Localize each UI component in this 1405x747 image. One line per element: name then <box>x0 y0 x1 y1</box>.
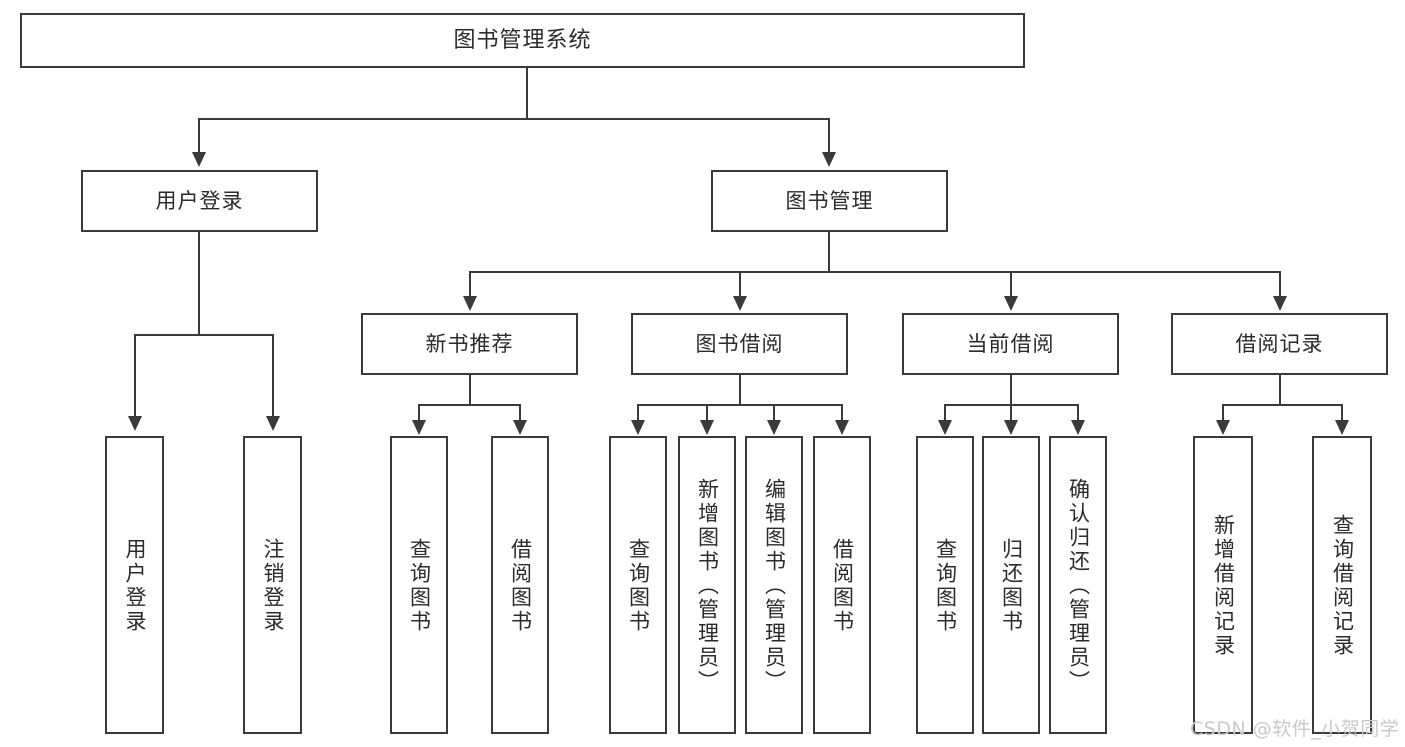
node-label: 新书推荐 <box>425 331 514 356</box>
arrow-down-icon <box>1004 420 1018 435</box>
connector-new-book-recommend-stem <box>469 375 471 405</box>
connector-borrow-record-stem <box>1279 375 1281 405</box>
leaf-bb-add-book-admin[interactable]: 新增图书（管理员） <box>678 436 736 734</box>
connector-cb-child-1 <box>944 404 946 422</box>
arrow-down-icon <box>767 420 781 435</box>
connector-cb-child-2 <box>1010 404 1012 422</box>
arrow-down-icon <box>1335 420 1349 435</box>
connector-bb-child-3 <box>773 404 775 422</box>
node-label: 图书管理 <box>785 188 874 213</box>
connector-to-book-borrow <box>739 271 741 299</box>
connector-to-new-book-recommend <box>469 271 471 299</box>
node-book-borrow[interactable]: 图书借阅 <box>631 313 848 375</box>
leaf-cb-query-book[interactable]: 查询图书 <box>916 436 974 734</box>
node-label: 查询借阅记录 <box>1330 514 1355 658</box>
arrow-down-icon <box>1216 420 1230 435</box>
leaf-br-query-record[interactable]: 查询借阅记录 <box>1312 436 1372 734</box>
connector-root-to-user-login <box>198 118 200 156</box>
connector-bb-child-2 <box>706 404 708 422</box>
arrow-down-icon <box>938 420 952 435</box>
arrow-down-icon <box>1071 420 1085 435</box>
node-current-borrow[interactable]: 当前借阅 <box>902 313 1119 375</box>
arrow-down-icon <box>463 296 477 311</box>
connector-bb-child-1 <box>637 404 639 422</box>
node-label: 归还图书 <box>999 538 1024 634</box>
node-label: 确认归还（管理员） <box>1066 478 1091 694</box>
connector-book-borrow-bar <box>637 404 843 406</box>
node-label: 借阅图书 <box>508 538 533 634</box>
arrow-down-icon <box>835 420 849 435</box>
arrow-down-icon <box>733 296 747 311</box>
node-label: 当前借阅 <box>966 331 1055 356</box>
connector-book-management-stem <box>828 232 830 273</box>
arrow-down-icon <box>412 420 426 435</box>
connector-user-login-bar <box>134 334 274 336</box>
connector-borrow-record-bar <box>1222 404 1343 406</box>
node-label: 用户登录 <box>155 188 244 213</box>
node-label: 图书借阅 <box>695 331 784 356</box>
leaf-nbr-query-book[interactable]: 查询图书 <box>390 436 448 734</box>
leaf-bb-query-book[interactable]: 查询图书 <box>609 436 667 734</box>
connector-user-login-child-2 <box>272 334 274 419</box>
connector-book-borrow-stem <box>739 375 741 405</box>
node-label: 借阅记录 <box>1235 331 1324 356</box>
connector-to-current-borrow <box>1010 271 1012 299</box>
node-label: 借阅图书 <box>830 538 855 634</box>
connector-user-login-child-1 <box>134 334 136 419</box>
connector-nbr-child-1 <box>418 404 420 422</box>
connector-br-child-2 <box>1341 404 1343 422</box>
node-label: 编辑图书（管理员） <box>762 478 787 694</box>
node-user-login[interactable]: 用户登录 <box>81 170 318 232</box>
node-label: 图书管理系统 <box>453 27 592 53</box>
connector-br-child-1 <box>1222 404 1224 422</box>
connector-user-login-stem <box>198 232 200 335</box>
arrow-down-icon <box>1004 296 1018 311</box>
node-label: 用户登录 <box>123 538 147 634</box>
arrow-down-icon <box>822 152 836 167</box>
leaf-bb-borrow-book[interactable]: 借阅图书 <box>813 436 871 734</box>
leaf-user-login[interactable]: 用户登录 <box>105 436 164 734</box>
leaf-br-add-record[interactable]: 新增借阅记录 <box>1193 436 1253 734</box>
connector-nbr-child-2 <box>519 404 521 422</box>
node-label: 新增借阅记录 <box>1211 514 1236 658</box>
arrow-down-icon <box>192 152 206 167</box>
arrow-down-icon <box>513 420 527 435</box>
node-label: 新增图书（管理员） <box>695 478 720 694</box>
leaf-cb-return-book[interactable]: 归还图书 <box>982 436 1040 734</box>
connector-root-to-book-management <box>828 118 830 156</box>
node-borrow-record[interactable]: 借阅记录 <box>1171 313 1388 375</box>
node-label: 查询图书 <box>933 538 958 634</box>
node-book-management[interactable]: 图书管理 <box>711 170 948 232</box>
node-root-book-management-system[interactable]: 图书管理系统 <box>20 13 1025 68</box>
connector-level3-bar <box>469 271 1280 273</box>
node-new-book-recommend[interactable]: 新书推荐 <box>361 313 578 375</box>
connector-root-stem <box>526 68 528 120</box>
connector-root-bar <box>198 118 828 120</box>
leaf-nbr-borrow-book[interactable]: 借阅图书 <box>491 436 549 734</box>
arrow-down-icon <box>128 416 142 431</box>
arrow-down-icon <box>1273 296 1287 311</box>
watermark-text: CSDN @软件_小贺同学 <box>1190 718 1400 740</box>
leaf-cb-confirm-return-admin[interactable]: 确认归还（管理员） <box>1049 436 1107 734</box>
arrow-down-icon <box>700 420 714 435</box>
arrow-down-icon <box>631 420 645 435</box>
connector-bb-child-4 <box>841 404 843 422</box>
arrow-down-icon <box>266 416 280 431</box>
connector-new-book-recommend-bar <box>418 404 521 406</box>
connector-to-borrow-record <box>1279 271 1281 299</box>
node-label: 查询图书 <box>407 538 432 634</box>
connector-cb-child-3 <box>1077 404 1079 422</box>
leaf-logout[interactable]: 注销登录 <box>243 436 302 734</box>
node-label: 注销登录 <box>261 538 285 634</box>
connector-current-borrow-stem <box>1010 375 1012 405</box>
node-label: 查询图书 <box>626 538 651 634</box>
leaf-bb-edit-book-admin[interactable]: 编辑图书（管理员） <box>745 436 803 734</box>
